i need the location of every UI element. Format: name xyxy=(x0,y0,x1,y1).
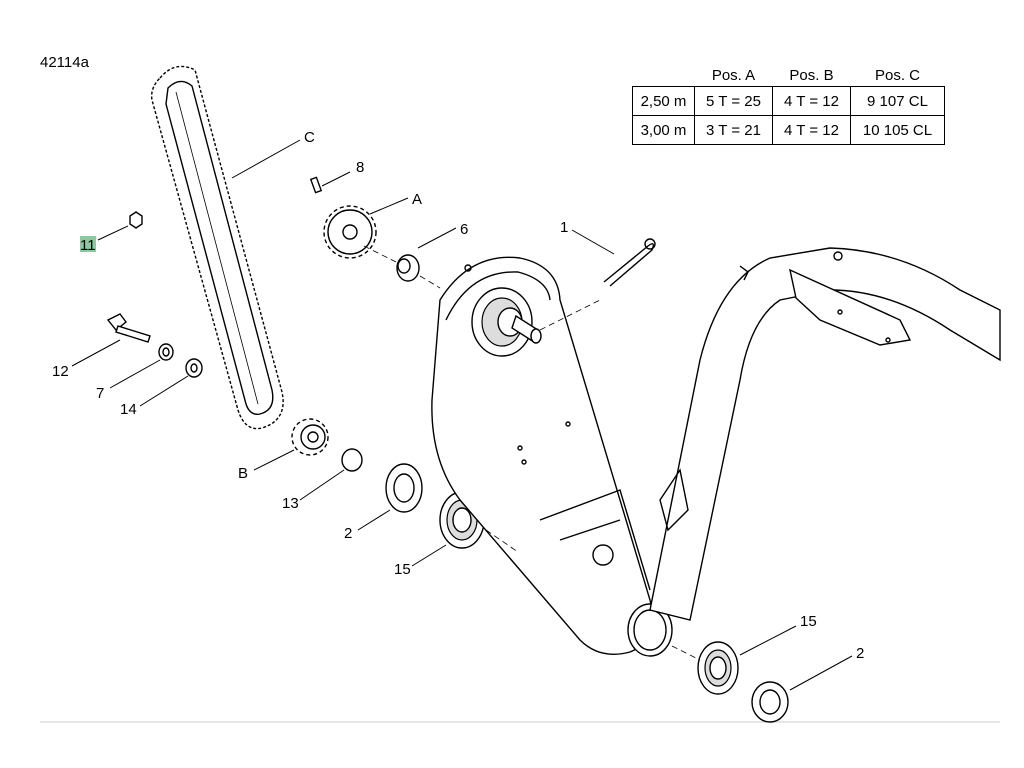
callout-8: 8 xyxy=(356,159,364,176)
axis-line xyxy=(419,275,441,289)
table-cell: 4 T = 12 xyxy=(772,115,851,145)
table-cell: 3 T = 21 xyxy=(694,115,773,145)
callout-b: B xyxy=(238,465,248,482)
callout-11: 11 xyxy=(80,237,96,254)
washer-7-hole xyxy=(162,347,170,357)
table-cell: 4 T = 12 xyxy=(772,86,851,116)
chain-c xyxy=(150,65,284,430)
table-cell: 10 105 CL xyxy=(850,115,945,145)
washer-14-hole xyxy=(190,363,198,373)
table-header: Pos. A xyxy=(711,66,756,84)
callout-12: 12 xyxy=(52,363,69,380)
callout-1: 1 xyxy=(560,219,568,236)
callout-14: 14 xyxy=(120,401,137,418)
bolt-12 xyxy=(106,313,151,343)
frame-arm xyxy=(649,247,1001,621)
housing-bearing xyxy=(471,287,542,357)
table-header-row: Pos. A Pos. B Pos. C xyxy=(633,64,945,87)
axis-line xyxy=(671,645,701,661)
washer-7 xyxy=(158,343,174,361)
callout-15-left: 15 xyxy=(394,561,411,578)
washer-2-right xyxy=(751,681,789,723)
spec-table: Pos. A Pos. B Pos. C 2,50 m 5 T = 25 4 T… xyxy=(632,64,945,145)
table-cell: 2,50 m xyxy=(632,86,695,116)
linch-pin-1 xyxy=(603,238,656,287)
chain-housing xyxy=(431,256,673,657)
circlip-13 xyxy=(341,448,363,472)
bearing-15-right xyxy=(697,641,739,695)
washer-2-left xyxy=(385,463,423,513)
axis-line xyxy=(539,299,601,331)
table-row: 2,50 m 5 T = 25 4 T = 12 9 107 CL xyxy=(632,86,945,116)
callout-15-right: 15 xyxy=(800,613,817,630)
callout-6: 6 xyxy=(460,221,468,238)
sprocket-b xyxy=(291,418,329,456)
callout-13: 13 xyxy=(282,495,299,512)
axis-line xyxy=(485,529,519,553)
diagram-id: 42114a xyxy=(40,54,89,71)
bushing-6 xyxy=(396,254,420,282)
pin-8 xyxy=(309,176,323,194)
leader-lines xyxy=(71,139,853,691)
callout-2-right: 2 xyxy=(856,645,864,662)
sprocket-a xyxy=(323,205,377,259)
callout-c: C xyxy=(304,129,315,146)
nut-11 xyxy=(129,211,143,229)
callout-2-left: 2 xyxy=(344,525,352,542)
table-cell: 9 107 CL xyxy=(850,86,945,116)
callout-a: A xyxy=(412,191,422,208)
axis-line xyxy=(363,245,397,263)
table-cell: 3,00 m xyxy=(632,115,695,145)
callout-highlight xyxy=(80,236,96,252)
washer-14 xyxy=(185,358,203,378)
table-row: 3,00 m 3 T = 21 4 T = 12 10 105 CL xyxy=(632,115,945,145)
table-header: Pos. C xyxy=(874,66,920,84)
callout-7: 7 xyxy=(96,385,104,402)
table-header: Pos. B xyxy=(789,66,834,84)
